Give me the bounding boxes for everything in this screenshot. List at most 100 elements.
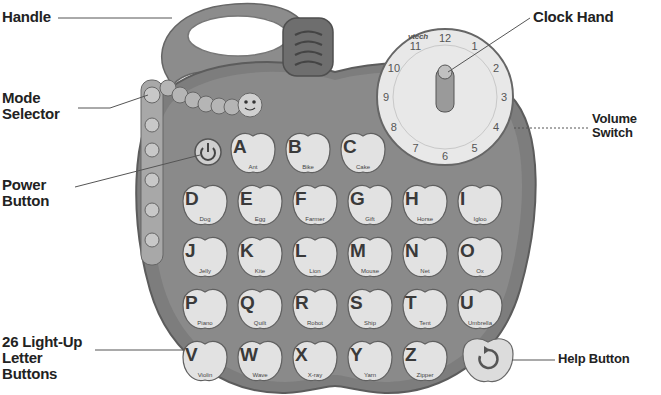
clock-face — [377, 29, 513, 165]
help-icon — [479, 350, 497, 368]
letter-button: L Lion — [290, 235, 340, 279]
button-word: Cake — [338, 164, 388, 170]
clock-number: 4 — [488, 122, 504, 133]
button-letter: O — [460, 241, 475, 260]
button-letter: W — [240, 345, 258, 364]
clock-number: 6 — [437, 151, 453, 162]
button-letter: J — [185, 241, 196, 260]
button-letter: B — [288, 137, 302, 156]
letter-button: Z Zipper — [400, 339, 450, 383]
letter-button: N Net — [400, 235, 450, 279]
button-letter: G — [350, 189, 365, 208]
power-icon — [207, 143, 209, 152]
clock-hand-head — [438, 65, 452, 79]
button-word: Lion — [290, 268, 340, 274]
part-label: Power Button — [2, 177, 74, 209]
letter-button: DDog — [180, 183, 230, 227]
part-label: Clock Hand — [533, 9, 633, 25]
button-word: Bike — [283, 164, 333, 170]
letter-button: QQuilt — [235, 287, 285, 331]
button-letter: K — [240, 241, 254, 260]
mode-dot — [145, 118, 159, 132]
clock-number: 10 — [386, 63, 402, 74]
part-label: Mode Selector — [2, 90, 78, 122]
help-icon — [484, 346, 490, 354]
mode-dot — [145, 173, 159, 187]
button-word: Igloo — [455, 216, 505, 222]
clock-number: 9 — [378, 92, 394, 103]
letter-button: SShip — [345, 287, 395, 331]
caterpillar-eye — [244, 100, 248, 104]
letter-button: U Umbrella — [455, 287, 505, 331]
mode-dot — [145, 233, 159, 247]
button-letter: H — [405, 189, 419, 208]
button-letter: R — [295, 293, 309, 312]
letter-button: B Bike — [283, 131, 333, 175]
part-label: Help Button — [558, 352, 658, 366]
letter-button: M Mouse — [345, 235, 395, 279]
letter-button: A Ant — [228, 131, 278, 175]
clock-number: 2 — [488, 63, 504, 74]
button-letter: F — [295, 189, 307, 208]
button-word: Piano — [180, 320, 230, 326]
button-letter: M — [350, 241, 366, 260]
button-word: Tent — [400, 320, 450, 326]
power-button — [195, 139, 221, 165]
button-word: Egg — [235, 216, 285, 222]
button-letter: Y — [350, 345, 363, 364]
button-letter: L — [295, 241, 307, 260]
letter-button: KKite — [235, 235, 285, 279]
button-letter: V — [185, 345, 198, 364]
button-word: Ox — [455, 268, 505, 274]
letter-button: VViolin — [180, 339, 230, 383]
clock-number: 11 — [408, 41, 424, 52]
caterpillar-smile — [245, 108, 255, 110]
button-letter: A — [233, 137, 247, 156]
button-letter: N — [405, 241, 419, 260]
help-button — [463, 339, 513, 382]
leader-lines — [58, 18, 555, 360]
part-label: Handle — [2, 9, 62, 25]
button-word: Horse — [400, 216, 450, 222]
letter-button: F Farmer — [290, 183, 340, 227]
caterpillar-eye — [252, 100, 256, 104]
button-word: Zipper — [400, 372, 450, 378]
clock-ring — [393, 45, 497, 149]
button-letter: P — [185, 293, 198, 312]
clock-number: 5 — [467, 143, 483, 154]
letter-button: C Cake — [338, 131, 388, 175]
clock-number: 8 — [386, 122, 402, 133]
button-word: Ship — [345, 320, 395, 326]
button-letter: U — [460, 293, 474, 312]
letter-button: I Igloo — [455, 183, 505, 227]
button-letter: Z — [405, 345, 417, 364]
letter-button: E Egg — [235, 183, 285, 227]
letter-button: TTent — [400, 287, 450, 331]
button-word: Net — [400, 268, 450, 274]
letter-button: O Ox — [455, 235, 505, 279]
button-word: Mouse — [345, 268, 395, 274]
button-word: Wave — [235, 372, 285, 378]
button-word: Jelly — [180, 268, 230, 274]
handle-hole — [188, 16, 288, 56]
letter-button: J Jelly — [180, 235, 230, 279]
button-letter: I — [460, 189, 465, 208]
button-word: Umbrella — [455, 320, 505, 326]
button-letter: Q — [240, 293, 255, 312]
mode-selector-strip — [141, 80, 163, 265]
letter-button: P Piano — [180, 287, 230, 331]
letter-button: G Gift — [345, 183, 395, 227]
speaker-grille — [295, 32, 322, 66]
button-word: Farmer — [290, 216, 340, 222]
caterpillar — [160, 80, 262, 117]
button-letter: E — [240, 189, 253, 208]
part-label: Volume Switch — [592, 112, 658, 139]
button-word: Robot — [290, 320, 340, 326]
button-word: Yarn — [345, 372, 395, 378]
button-word: Ant — [228, 164, 278, 170]
button-word: Gift — [345, 216, 395, 222]
button-letter: X — [295, 345, 308, 364]
button-letter: C — [343, 137, 357, 156]
clock-number: 12 — [437, 33, 453, 44]
